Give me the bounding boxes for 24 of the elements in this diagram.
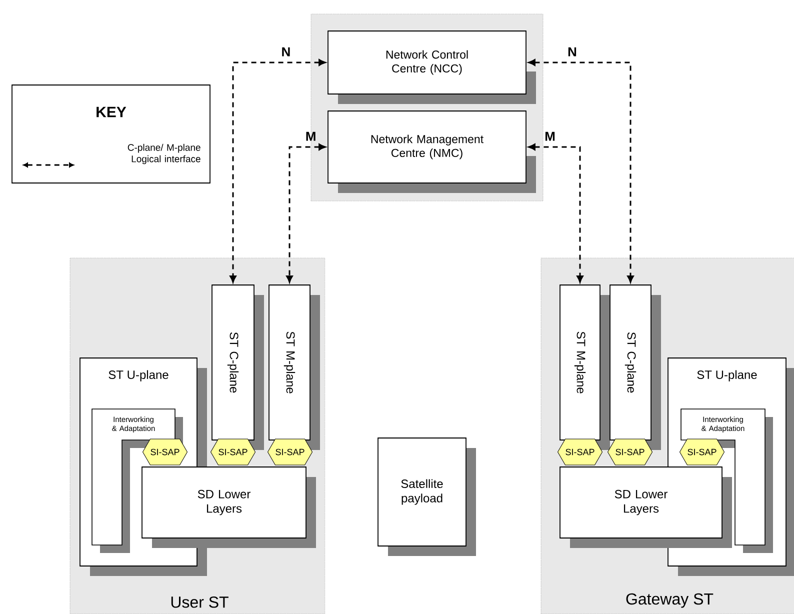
layer-box: SD Lower Layers bbox=[560, 466, 732, 548]
sap-hexagon: SI-SAP bbox=[142, 438, 188, 466]
plane-box: ST C-plane bbox=[610, 284, 661, 450]
plane-box: ST M-plane bbox=[268, 284, 320, 450]
arrow bbox=[230, 59, 326, 283]
sap-hexagon: SI-SAP bbox=[210, 438, 256, 466]
sap-hexagon: SI-SAP bbox=[680, 438, 725, 466]
edge-label: N bbox=[282, 47, 290, 56]
edge-label: M bbox=[306, 132, 316, 141]
centre-box: Network Management Centre (NMC) bbox=[328, 110, 536, 193]
centre-box: Network Control Centre (NCC) bbox=[328, 30, 536, 104]
plane-box: ST C-plane bbox=[212, 284, 264, 450]
sap-hexagon: SI-SAP bbox=[608, 438, 653, 466]
arrow bbox=[528, 144, 584, 283]
payload-box: Satellite payload bbox=[378, 438, 476, 556]
layer-box: SD Lower Layers bbox=[142, 466, 316, 548]
edge-label: M bbox=[545, 132, 555, 141]
edge-label: N bbox=[568, 47, 576, 56]
arrow bbox=[286, 144, 326, 283]
sap-hexagon: SI-SAP bbox=[558, 438, 603, 466]
arrow bbox=[528, 59, 634, 283]
plane-box: ST M-plane bbox=[560, 284, 610, 450]
legend-text: C-plane/ M-plane Logical interface bbox=[128, 144, 200, 164]
sap-hexagon: SI-SAP bbox=[268, 438, 313, 466]
